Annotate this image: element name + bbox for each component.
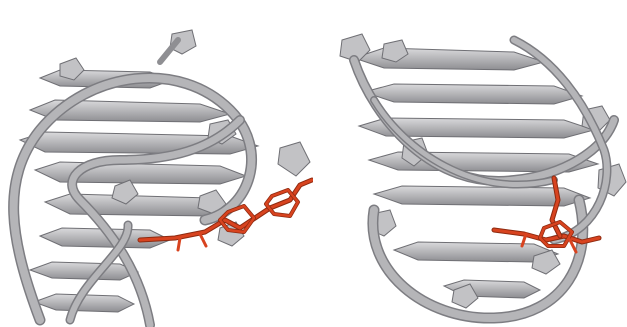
structure-panel-right [314,0,627,327]
dna-ligand-complex-left-view [8,29,313,327]
backbone-ribbon [349,35,619,324]
structure-panel-left [0,0,313,327]
bound-ligand [491,175,602,254]
dna-ligand-complex-right-view [339,33,627,324]
bound-ligand [137,177,313,252]
backbone-ribbon [8,37,258,327]
